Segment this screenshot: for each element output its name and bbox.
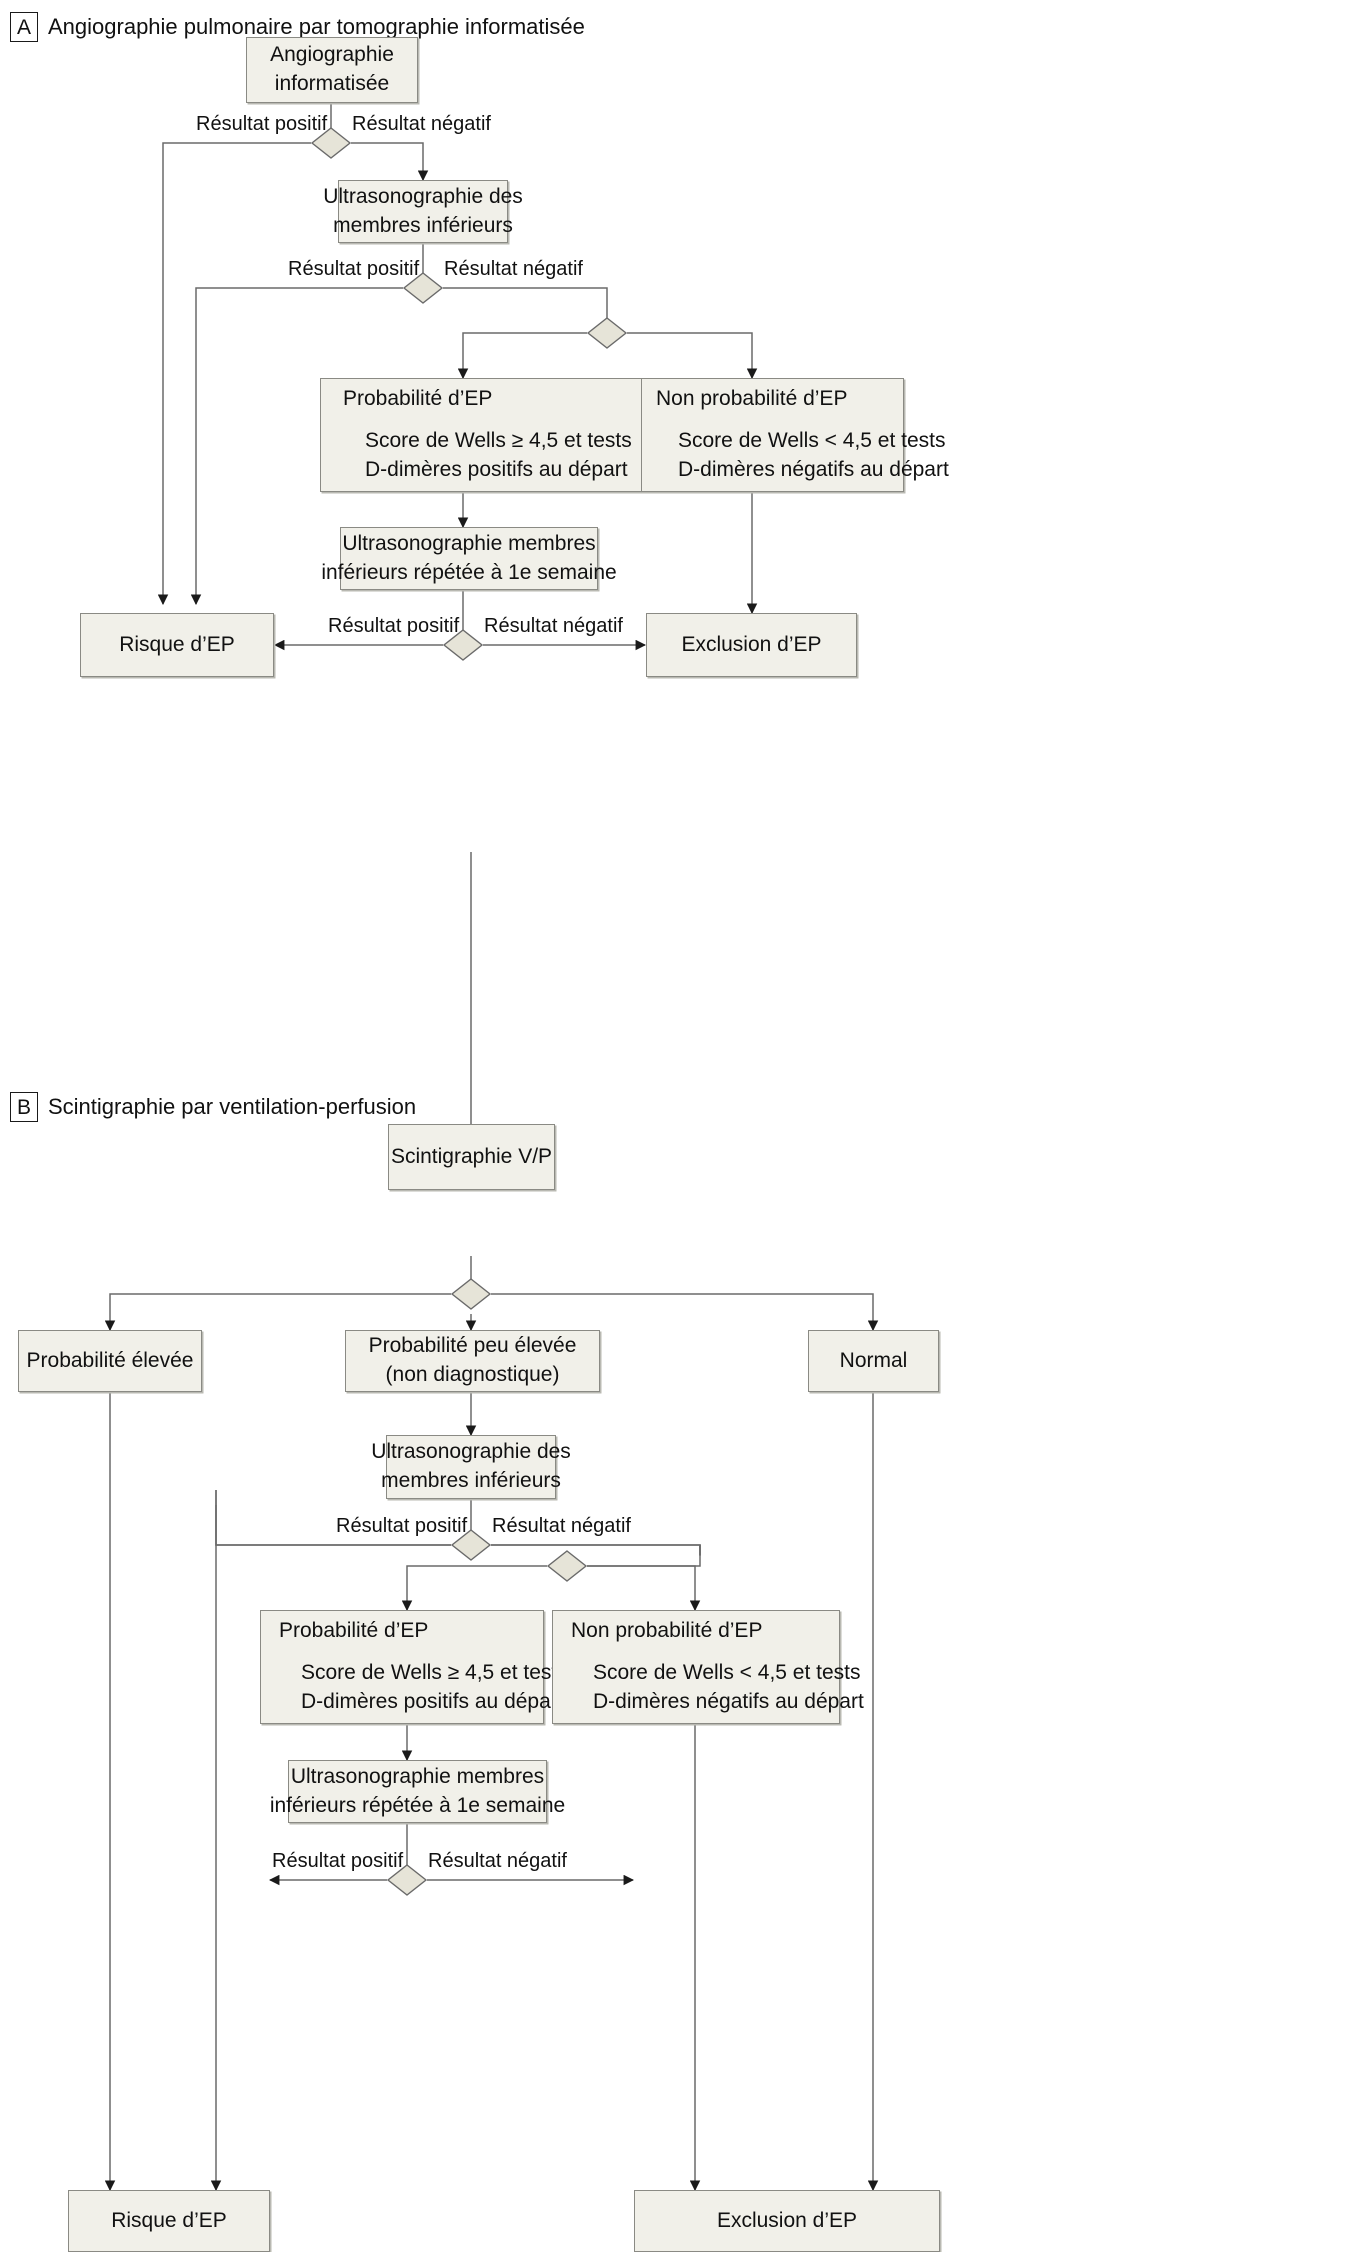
decision-diamond: [546, 1550, 588, 1582]
edge-label-b-d2-negative: Résultat négatif: [492, 1515, 631, 1537]
edge-label-a-d4-negative: Résultat négatif: [484, 615, 623, 637]
node-a-exclusion-ep: Exclusion d’EP: [646, 613, 857, 677]
node-b-risque-ep: Risque d’EP: [68, 2190, 270, 2252]
edge-label-a-d2-positive: Résultat positif: [288, 258, 420, 280]
node-a-risque-ep: Risque d’EP: [80, 613, 274, 677]
decision-diamond: [310, 127, 352, 159]
edge-label-b-d2-positive: Résultat positif: [336, 1515, 468, 1537]
decision-diamond: [586, 317, 628, 349]
decision-diamond: [386, 1864, 428, 1896]
node-a-ultrasonographie-membres-inferieurs: Ultrasonographie des membres inférieurs: [323, 180, 523, 243]
panel-b-title: Scintigraphie par ventilation-perfusion: [48, 1094, 417, 1119]
edge-label-b-d4-negative: Résultat négatif: [428, 1850, 567, 1872]
panel-a-tag: A: [10, 12, 38, 42]
node-scintigraphie-vp: Scintigraphie V/P: [388, 1124, 555, 1190]
node-b-probabilite-elevee: Probabilité élevée: [18, 1330, 202, 1392]
edge-label-a-d4-positive: Résultat positif: [328, 615, 460, 637]
node-a-probabilite-ep: Probabilité d’EP Score de Wells ≥ 4,5 et…: [320, 378, 660, 492]
node-b-probabilite-ep: Probabilité d’EP Score de Wells ≥ 4,5 et…: [260, 1610, 568, 1724]
node-b-normal: Normal: [808, 1330, 939, 1392]
edge-label-b-d4-positive: Résultat positif: [272, 1850, 404, 1872]
panel-b-tag: B: [10, 1092, 38, 1122]
node-a-ultrasonographie-repetee: Ultrasonographie membres inférieurs répé…: [321, 527, 617, 590]
node-b-non-probabilite-ep: Non probabilité d’EP Score de Wells < 4,…: [552, 1610, 864, 1724]
node-b-exclusion-ep: Exclusion d’EP: [634, 2190, 940, 2252]
node-b-ultrasonographie-membres-inferieurs: Ultrasonographie des membres inférieurs: [371, 1435, 571, 1499]
edge-label-a-d1-positive: Résultat positif: [196, 113, 328, 135]
node-angiographie-informatisee: Angiographie informatisée: [246, 37, 418, 103]
panel-a-title: Angiographie pulmonaire par tomographie …: [48, 14, 585, 39]
node-a-non-probabilite-ep: Non probabilité d’EP Score de Wells < 4,…: [641, 378, 949, 492]
edge-label-a-d1-negative: Résultat négatif: [352, 113, 491, 135]
decision-diamond: [450, 1529, 492, 1561]
decision-diamond: [450, 1278, 492, 1310]
node-b-probabilite-peu-elevee: Probabilité peu élevée (non diagnostique…: [345, 1330, 600, 1392]
node-b-ultrasonographie-repetee: Ultrasonographie membres inférieurs répé…: [270, 1760, 565, 1823]
decision-diamond: [402, 272, 444, 304]
edge-label-a-d2-negative: Résultat négatif: [444, 258, 583, 280]
decision-diamond: [442, 629, 484, 661]
